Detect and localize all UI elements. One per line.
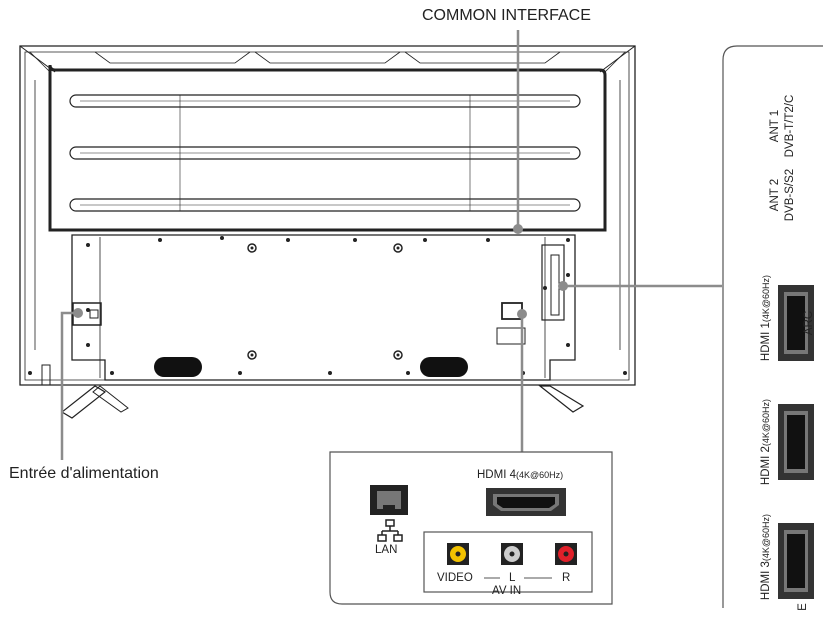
hdmi4-label: HDMI 4(4K@60Hz) xyxy=(477,469,563,481)
lan-port xyxy=(370,485,408,515)
side-panel xyxy=(722,45,823,608)
hdmi1-spec: (4K@60Hz) xyxy=(761,274,771,323)
hdmi3-name: HDMI 3 xyxy=(760,561,772,601)
right-label: R xyxy=(561,572,572,584)
ant2-line2: DVB-S/S2 xyxy=(784,168,796,222)
lan-label: LAN xyxy=(375,544,398,556)
vesa-centers xyxy=(250,246,400,357)
hdmi3-spec: (4K@60Hz) xyxy=(761,513,771,562)
common-interface-label: COMMON INTERFACE xyxy=(422,7,591,24)
screw-holes xyxy=(28,236,627,375)
power-input-label: Entrée d'alimentation xyxy=(9,465,159,482)
hdmi1-name: HDMI 1 xyxy=(760,322,772,362)
arc-label: ARC xyxy=(803,310,815,336)
hdmi4-port xyxy=(486,488,566,516)
lan-icon xyxy=(377,519,403,542)
hdmi2-label: HDMI 2(4K@60Hz) xyxy=(758,382,774,502)
left-label: L xyxy=(508,572,517,584)
tv-back xyxy=(19,45,636,419)
av-in-label: AV IN xyxy=(492,585,522,597)
bottom-panel xyxy=(329,451,613,605)
ant2-label: ANT 2 DVB-S/S2 xyxy=(768,155,800,235)
hdmi2-name: HDMI 2 xyxy=(760,446,772,486)
hdmi-ports-side xyxy=(778,285,814,599)
hdmi4-name: HDMI 4 xyxy=(477,469,516,481)
cut-off-label: E xyxy=(797,603,809,611)
hdmi1-label: HDMI 1(4K@60Hz) xyxy=(758,258,774,378)
hdmi4-spec: (4K@60Hz) xyxy=(515,470,564,480)
video-label: VIDEO xyxy=(436,572,474,584)
av-jacks xyxy=(447,543,577,565)
ant2-line1: ANT 2 xyxy=(769,178,781,212)
vesa-mounts xyxy=(247,243,403,360)
callout-lines xyxy=(60,30,722,460)
grips xyxy=(154,357,468,377)
hdmi2-spec: (4K@60Hz) xyxy=(761,398,771,447)
hdmi3-label: HDMI 3(4K@60Hz) xyxy=(758,497,774,617)
